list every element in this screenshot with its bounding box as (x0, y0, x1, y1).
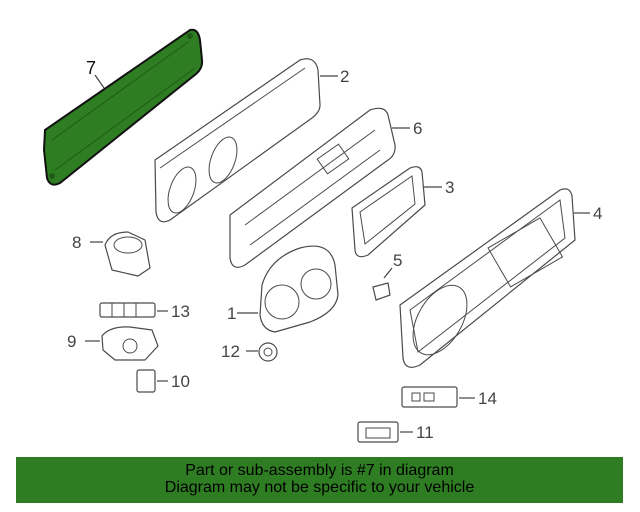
part-7-cover[interactable] (42, 28, 204, 186)
callout-8: 8 (72, 233, 81, 252)
callout-2: 2 (340, 67, 349, 86)
part-14-module[interactable] (401, 386, 458, 408)
part-5-knob[interactable] (372, 282, 391, 301)
callout-13: 13 (171, 302, 190, 321)
callout-10: 10 (171, 372, 190, 391)
callout-14: 14 (478, 389, 497, 408)
callout-labels: 7 2 6 3 4 8 5 13 1 9 12 10 14 11 (67, 58, 602, 442)
parts-diagram: 7 2 6 3 4 8 5 13 1 9 12 10 14 11 (42, 28, 602, 443)
callout-5: 5 (393, 251, 402, 270)
banner-line-2: Diagram may not be specific to your vehi… (164, 479, 475, 496)
callout-1: 1 (227, 304, 236, 323)
part-10-button[interactable] (136, 369, 156, 393)
callout-6: 6 (413, 119, 422, 138)
callout-7: 7 (86, 58, 96, 78)
part-6-frame[interactable] (229, 107, 396, 268)
info-banner: Part or sub-assembly is #7 in diagram Di… (16, 457, 623, 503)
part-13-switch-bar[interactable] (99, 302, 156, 318)
callout-3: 3 (445, 178, 454, 197)
part-9-headlamp-switch[interactable] (101, 326, 159, 361)
banner-line-1: Part or sub-assembly is #7 in diagram (185, 462, 454, 479)
part-4-lens[interactable] (399, 188, 576, 368)
part-12-sensor[interactable] (258, 342, 278, 362)
leader-lines (85, 74, 590, 433)
part-8-switch[interactable] (104, 231, 151, 277)
part-2-bezel[interactable] (154, 58, 321, 223)
callout-9: 9 (67, 332, 76, 351)
callout-12: 12 (221, 342, 240, 361)
part-1-cluster[interactable] (259, 245, 339, 333)
callout-4: 4 (593, 204, 602, 223)
callout-11: 11 (416, 423, 434, 442)
part-3-display[interactable] (351, 166, 426, 258)
part-11-bracket[interactable] (357, 421, 399, 443)
